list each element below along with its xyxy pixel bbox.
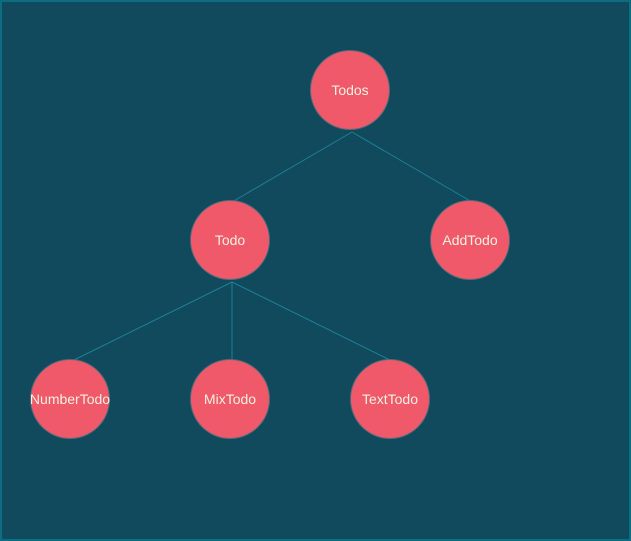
tree-node-label: TextTodo xyxy=(361,391,419,407)
tree-node-label: Todo xyxy=(214,232,246,248)
tree-node-label: Todos xyxy=(331,82,369,98)
tree-node-todos[interactable]: Todos xyxy=(310,50,390,130)
tree-node-label: NumberTodo xyxy=(29,391,111,407)
tree-node-label: MixTodo xyxy=(203,391,257,407)
tree-node-numbertodo[interactable]: NumberTodo xyxy=(30,359,110,439)
tree-edge-todos-todo xyxy=(231,131,353,203)
tree-node-addtodo[interactable]: AddTodo xyxy=(430,200,510,280)
tree-edge-todo-numbertodo xyxy=(71,281,233,362)
tree-node-todo[interactable]: Todo xyxy=(190,200,270,280)
tree-node-mixtodo[interactable]: MixTodo xyxy=(190,359,270,439)
tree-edge-todo-texttodo xyxy=(231,281,393,362)
tree-node-label: AddTodo xyxy=(442,232,498,248)
tree-node-texttodo[interactable]: TextTodo xyxy=(350,359,430,439)
tree-edge-todos-addtodo xyxy=(351,131,473,203)
